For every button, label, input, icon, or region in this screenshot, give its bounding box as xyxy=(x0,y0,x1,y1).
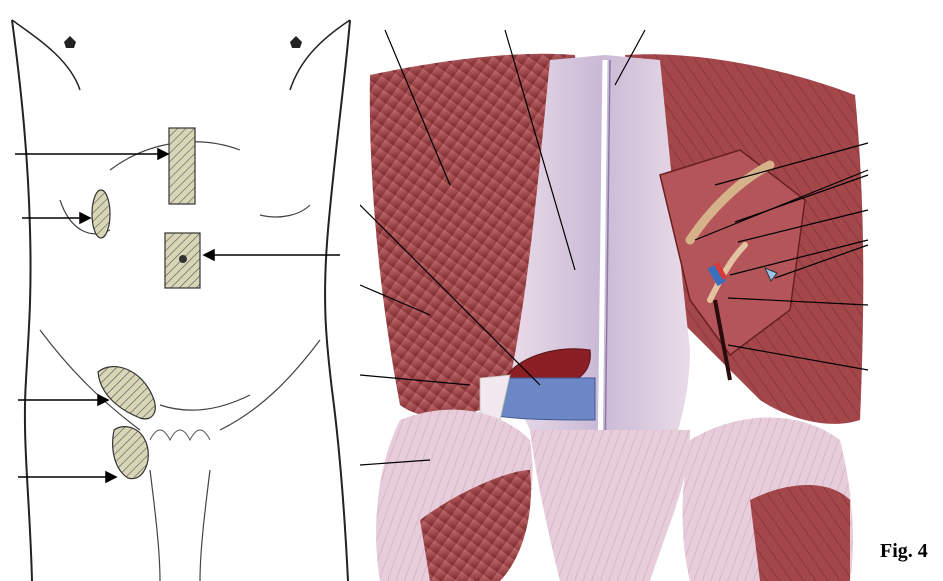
femoral-incision-site xyxy=(113,427,149,479)
inguinal-incision-site xyxy=(98,367,155,419)
epigastric-incision-site xyxy=(169,128,195,204)
torso-outline-diagram xyxy=(0,0,360,581)
right-arm-contour xyxy=(290,20,350,90)
inner-leg-left xyxy=(150,470,160,581)
lumbar-incision-site xyxy=(92,190,110,238)
torso-right-contour xyxy=(325,20,350,581)
inner-leg-right xyxy=(200,470,210,581)
right-thigh-muscle-red xyxy=(750,485,850,581)
right-nipple-icon xyxy=(290,36,302,48)
torso-left-contour xyxy=(12,20,32,581)
figure-label: Fig. 4 xyxy=(880,540,928,563)
inguinal-line-right xyxy=(220,340,320,430)
pubic-fascia xyxy=(530,430,690,581)
right-flank-crease xyxy=(260,205,310,217)
left-nipple-icon xyxy=(64,36,76,48)
lower-abdomen-curve xyxy=(160,395,250,410)
abdominal-wall-muscle-illustration xyxy=(360,0,880,581)
pubic-hair-sketch xyxy=(150,430,210,440)
umbilicus-icon xyxy=(179,255,187,263)
left-arm-contour xyxy=(12,20,80,90)
